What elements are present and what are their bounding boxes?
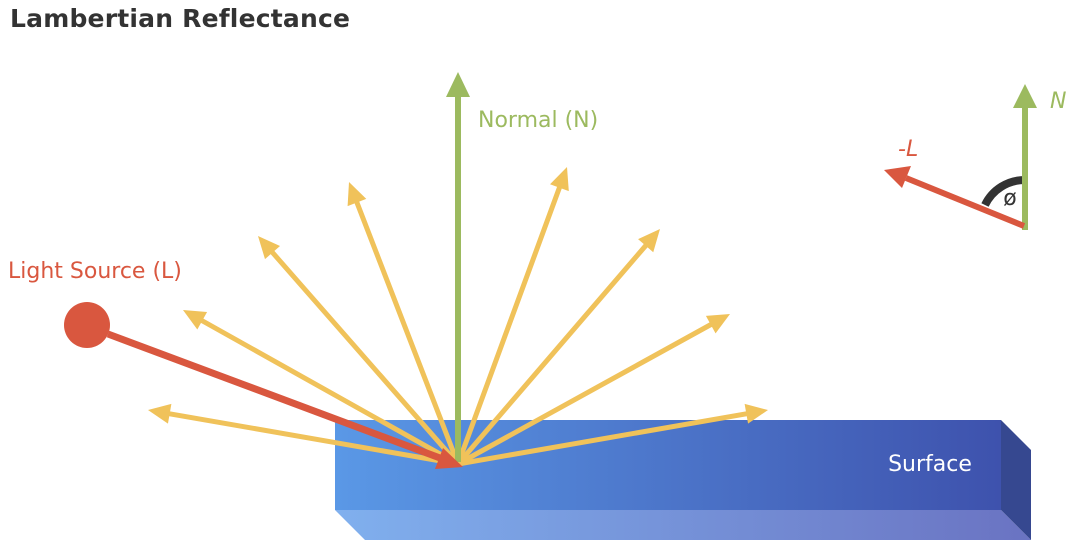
reflected-ray-4 — [354, 200, 461, 467]
surface-side-face — [1001, 420, 1031, 540]
incident-light-arrow — [106, 330, 463, 469]
reflected-ray-head-5 — [550, 167, 569, 192]
reflected-ray-8 — [455, 411, 749, 467]
page-title: Lambertian Reflectance — [10, 4, 351, 33]
reflected-ray-5 — [455, 185, 562, 467]
reflected-ray-arrows — [148, 167, 768, 467]
angle-arc — [981, 175, 1026, 207]
reflected-ray-head-3 — [258, 236, 281, 260]
reflected-ray-head-1 — [148, 403, 172, 424]
surface-block: Surface — [335, 420, 1031, 540]
surface-bottom-face — [335, 510, 1031, 540]
inset-angle-label: ø — [1003, 186, 1016, 211]
inset-neg-light-label: -L — [898, 137, 918, 162]
reflected-ray-3 — [270, 250, 461, 467]
reflected-ray-7 — [455, 322, 714, 467]
light-source-dot — [64, 302, 110, 348]
normal-arrow — [446, 72, 470, 462]
reflected-ray-head-8 — [744, 403, 768, 424]
reflected-ray-head-2 — [183, 310, 208, 330]
normal-label: Normal (N) — [478, 108, 598, 133]
inset-angle-diagram: N -L ø — [884, 84, 1066, 230]
reflected-ray-head-6 — [638, 229, 660, 253]
reflected-ray-head-7 — [705, 314, 730, 334]
reflected-ray-head-4 — [347, 182, 367, 207]
reflected-ray-6 — [455, 243, 649, 467]
light-source-label: Light Source (L) — [8, 259, 182, 284]
surface-label: Surface — [888, 452, 972, 477]
inset-normal-label: N — [1050, 89, 1066, 114]
reflected-ray-2 — [199, 318, 461, 467]
reflected-ray-1 — [167, 411, 461, 467]
